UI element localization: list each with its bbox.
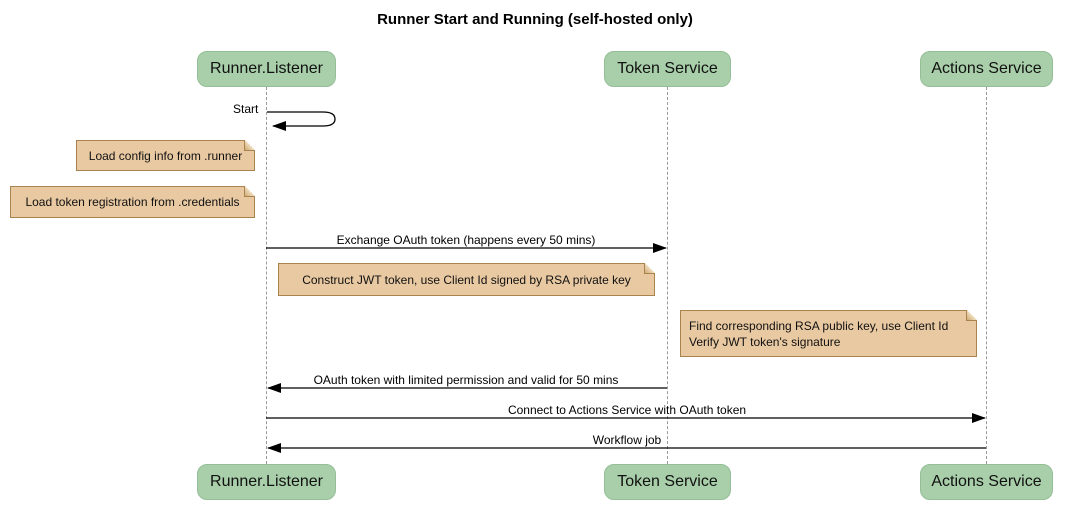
message-label-connect-actions-service: Connect to Actions Service with OAuth to… <box>507 403 747 417</box>
participant-label: Runner.Listener <box>210 60 323 77</box>
note-text-line: Verify JWT token's signature <box>689 334 841 349</box>
message-label-start: Start <box>233 102 259 116</box>
message-label-exchange-oauth-token: Exchange OAuth token (happens every 50 m… <box>336 233 596 247</box>
note-load-config: Load config info from .runner <box>76 140 255 171</box>
participant-actions-service-top: Actions Service <box>920 51 1053 87</box>
participant-label: Token Service <box>617 60 718 77</box>
note-fold-icon <box>644 263 655 274</box>
lifeline-runner-listener <box>266 87 267 464</box>
message-label-workflow-job: Workflow job <box>592 433 662 447</box>
note-fold-icon <box>966 310 977 321</box>
note-text: Construct JWT token, use Client Id signe… <box>302 272 631 287</box>
participant-token-service-top: Token Service <box>604 51 731 87</box>
lifeline-actions-service <box>986 87 987 464</box>
note-fold-icon <box>244 140 255 151</box>
participant-label: Actions Service <box>931 473 1042 490</box>
participant-runner-listener-top: Runner.Listener <box>197 51 336 87</box>
diagram-title: Runner Start and Running (self-hosted on… <box>377 11 693 28</box>
participant-label: Actions Service <box>931 60 1042 77</box>
participant-runner-listener-bottom: Runner.Listener <box>197 464 336 500</box>
participant-label: Runner.Listener <box>210 473 323 490</box>
participant-token-service-bottom: Token Service <box>604 464 731 500</box>
note-fold-icon <box>244 186 255 197</box>
participant-label: Token Service <box>617 473 718 490</box>
note-verify-jwt: Find corresponding RSA public key, use C… <box>680 310 977 357</box>
self-message-start-arrow <box>267 111 336 131</box>
message-label-oauth-token-returned: OAuth token with limited permission and … <box>313 373 619 387</box>
note-text: Load config info from .runner <box>88 148 243 163</box>
participant-actions-service-bottom: Actions Service <box>920 464 1053 500</box>
note-construct-jwt: Construct JWT token, use Client Id signe… <box>278 263 655 296</box>
note-load-token-registration: Load token registration from .credential… <box>10 186 255 218</box>
note-text: Load token registration from .credential… <box>25 195 240 209</box>
lifeline-token-service <box>667 87 668 464</box>
note-text-line: Find corresponding RSA public key, use C… <box>689 318 949 333</box>
